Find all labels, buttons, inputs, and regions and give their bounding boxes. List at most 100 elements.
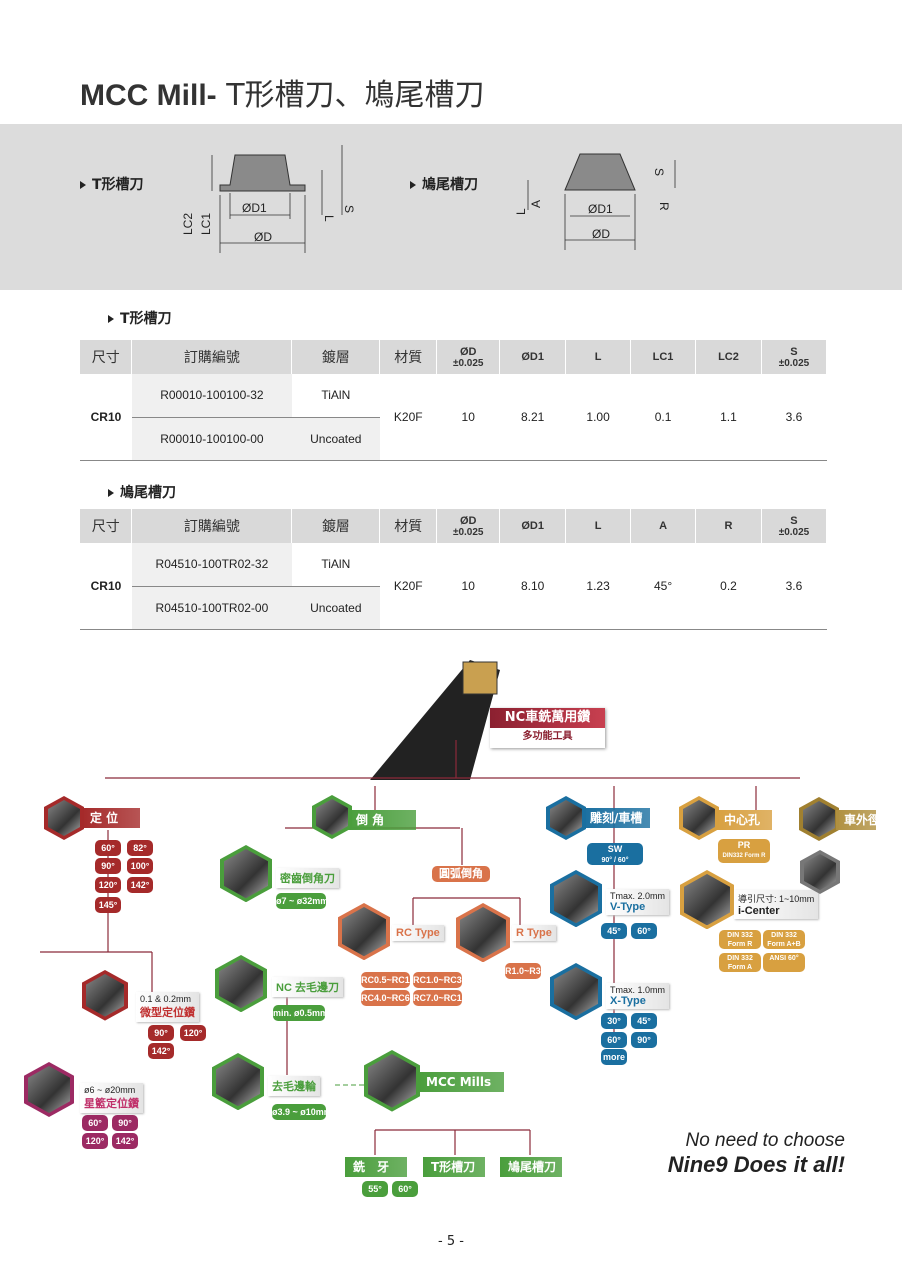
column-header: 訂購編號 (131, 340, 293, 374)
category-od-turning[interactable]: 車外徑 (836, 810, 880, 830)
order-code: R00010-100100-32 (131, 374, 292, 418)
svg-text:ØD: ØD (254, 230, 272, 244)
size-cell: CR10 (80, 374, 132, 461)
tag-pill: DIN 332 Form A (719, 953, 761, 972)
t-slot-diagram-label: T形槽刀 (80, 174, 144, 194)
tag-pill: ø3.9 ~ ø10mm (272, 1104, 332, 1120)
svg-text:L: L (322, 215, 336, 222)
column-header: S±0.025 (761, 509, 828, 543)
spec-value: 10 (436, 543, 500, 630)
column-header: 材質 (379, 340, 438, 374)
spec-value: 8.10 (499, 543, 566, 630)
tag-pill: 100° (127, 858, 153, 874)
mcc-mills-node[interactable]: MCC Mills (418, 1072, 504, 1092)
tag-pill: ANSI 60° (763, 953, 805, 972)
column-header: 鍍層 (291, 509, 381, 543)
x-type-image (550, 963, 602, 1021)
tag-pill: 60° (392, 1181, 418, 1197)
tag-pill: 90° (112, 1115, 138, 1131)
column-header: 材質 (379, 509, 438, 543)
column-header: ØD1 (499, 340, 567, 374)
svg-text:ØD: ØD (592, 227, 610, 241)
tag-pill: 60° (82, 1115, 108, 1131)
r-type-image (456, 903, 510, 963)
deburr-wheel-image (212, 1053, 264, 1111)
dimension-diagram-band (0, 124, 902, 290)
tag-pill: 90° (148, 1025, 174, 1041)
category-positioning[interactable]: 定 位 (82, 808, 140, 828)
spec-value: 45° (630, 543, 696, 630)
arc-chamfer-node[interactable]: 圓弧倒角 (432, 866, 490, 882)
order-code: R04510-100TR02-32 (131, 543, 292, 587)
coating: TiAlN (291, 374, 380, 418)
column-header: LC1 (630, 340, 696, 374)
tag-pill: 145° (95, 897, 121, 913)
coating: Uncoated (291, 586, 380, 630)
tag-pill: DIN 332 Form R (719, 930, 761, 949)
micro-drill-image (82, 970, 128, 1021)
dovetail-table-label: 鳩尾槽刀 (108, 482, 176, 502)
dovetail-diagram-label: 鳩尾槽刀 (410, 174, 478, 194)
svg-text:S: S (342, 205, 356, 213)
spec-value: 0.1 (630, 374, 696, 461)
tag-pill: min. ø0.5mm (273, 1005, 328, 1021)
rc-type-card[interactable]: RC Type (392, 925, 444, 941)
mills-child[interactable]: 鳩尾槽刀 (500, 1157, 562, 1177)
tag-pill: 90° (631, 1032, 657, 1048)
category-engrave[interactable]: 雕刻/車槽 (582, 808, 650, 828)
r-type-card[interactable]: R Type (512, 925, 556, 941)
category-chamfer[interactable]: 倒 角 (348, 810, 416, 830)
page-number: - 5 - (438, 1234, 464, 1249)
category-center-hole[interactable]: 中心孔 (716, 810, 772, 830)
column-header: LC2 (695, 340, 762, 374)
column-header: A (630, 509, 697, 543)
column-header: ØD±0.025 (436, 340, 501, 374)
nc-deburr-card[interactable]: NC 去毛邊刀 (272, 977, 343, 997)
category-face-turning[interactable]: 車端面 (845, 867, 882, 881)
coating: TiAlN (291, 543, 380, 587)
order-code: R00010-100100-00 (131, 417, 292, 461)
slogan: No need to choose Nine9 Does it all! (667, 1130, 845, 1177)
tag-pill: DIN 332 Form A+B (763, 930, 805, 949)
svg-text:LC1: LC1 (199, 213, 213, 235)
tag-pill: 60° (631, 923, 657, 939)
deburr-wheel-card[interactable]: 去毛邊輪 (268, 1076, 320, 1096)
tag-pill: 30° (601, 1013, 627, 1029)
v-type-image (550, 870, 602, 928)
order-code: R04510-100TR02-00 (131, 586, 292, 630)
spec-value: 8.21 (499, 374, 566, 461)
tag-pill: RC1.0~RC3.0 (413, 972, 469, 988)
page-title: MCC Mill- T形槽刀、鳩尾槽刀 (80, 78, 485, 113)
spec-value: 1.23 (565, 543, 631, 630)
dense-chamfer-card[interactable]: 密齒倒角刀 (276, 868, 339, 888)
mcc-mills-image (364, 1050, 420, 1112)
column-header: 尺寸 (80, 340, 133, 374)
svg-text:L: L (514, 208, 528, 215)
i-center-image (680, 870, 734, 930)
tag-pill: 120° (95, 877, 121, 893)
tag-pill: 45° (631, 1013, 657, 1029)
tag-pill: 60° (95, 840, 121, 856)
tag-pill: more (601, 1049, 627, 1065)
tag-pill: 82° (127, 840, 153, 856)
mills-child[interactable]: 銑 牙 (345, 1157, 407, 1177)
tag-pill: 120° (82, 1133, 108, 1149)
column-header: 尺寸 (80, 509, 133, 543)
column-header: ØD±0.025 (436, 509, 501, 543)
mills-child[interactable]: T形槽刀 (423, 1157, 485, 1177)
nc-deburr-image (215, 955, 267, 1013)
svg-text:LC2: LC2 (181, 213, 195, 235)
tag-pill: RC0.5~RC1.0 (361, 972, 417, 988)
t-slot-table-label: T形槽刀 (108, 308, 172, 328)
coating: Uncoated (291, 417, 380, 461)
